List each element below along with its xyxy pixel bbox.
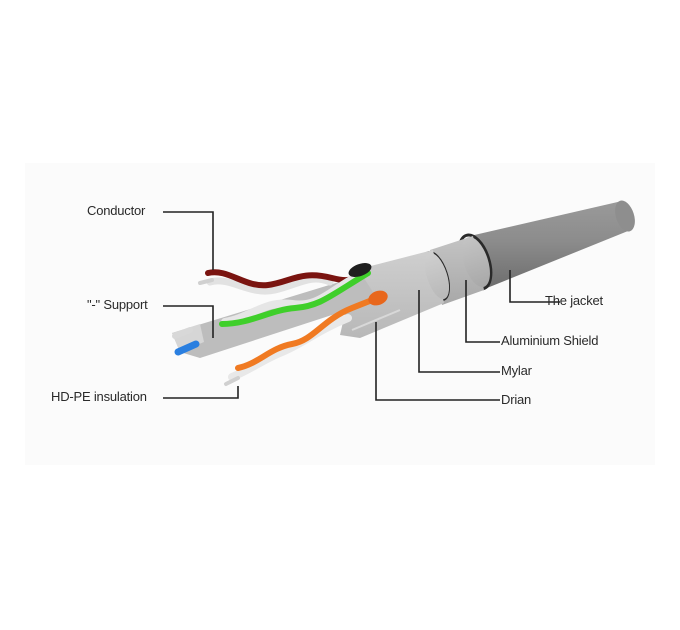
- insulation-leader: [163, 386, 239, 399]
- label-jacket: The jacket: [545, 293, 603, 308]
- label-mylar: Mylar: [501, 363, 532, 378]
- orange-twisted-pair: [224, 290, 388, 386]
- label-hdpe-insulation: HD-PE insulation: [51, 389, 147, 404]
- green-twisted-pair: [219, 263, 372, 327]
- support-leader: [163, 305, 214, 338]
- mylar-leader: [418, 290, 500, 373]
- leader-lines: [163, 211, 560, 401]
- jacket: [457, 200, 635, 291]
- drain-leader: [375, 322, 500, 401]
- label-aluminium-shield: Aluminium Shield: [501, 333, 599, 348]
- label-drain: Drian: [501, 392, 532, 407]
- label-conductor: Conductor: [87, 203, 146, 218]
- shield-leader: [465, 280, 500, 343]
- jacket-leader: [509, 270, 560, 303]
- label-support: "-" Support: [87, 297, 148, 312]
- blue-wire-end: [172, 327, 200, 356]
- drain-wire: [351, 309, 401, 331]
- conductor-leader: [163, 211, 214, 270]
